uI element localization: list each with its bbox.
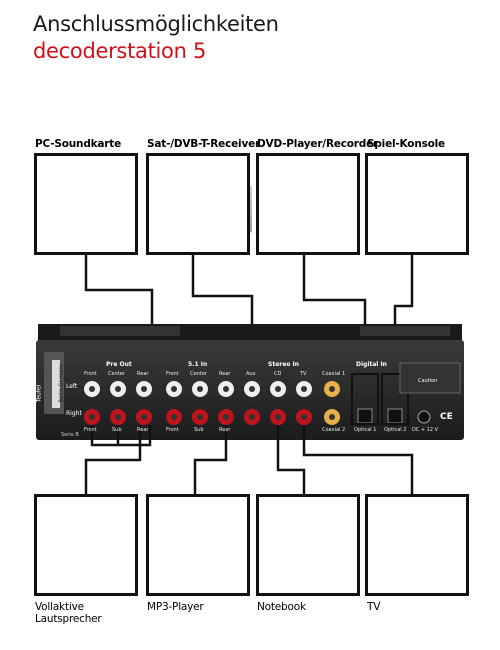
label-pc-soundkarte: PC-Soundkarte	[35, 138, 122, 150]
label-spiel-konsole: Spiel-Konsole	[367, 138, 445, 150]
device-box-sat	[146, 153, 250, 255]
page-subtitle: decoderstation 5	[33, 39, 207, 63]
jack-label: Front	[84, 427, 97, 433]
label-speakers-line1: Vollaktive	[35, 601, 84, 613]
label-notebook: Notebook	[257, 601, 306, 613]
device-box-tv	[365, 494, 469, 596]
jack-label: Rear	[137, 427, 149, 433]
left-label: Left	[66, 383, 78, 390]
jack-label: Front	[166, 427, 179, 433]
digital-in-label: Digital In	[356, 361, 387, 368]
jack-label: Aux	[246, 371, 256, 377]
stereo-in-label: Stereo In	[268, 361, 300, 368]
device-box-mp3	[146, 494, 250, 596]
label-dvd-player: DVD-Player/Recorder	[257, 138, 378, 150]
jack-label: TV	[300, 371, 307, 377]
label-sat-receiver: Sat-/DVB-T-Receiver	[147, 138, 260, 150]
sub-in-label: 5.1 In	[188, 361, 208, 368]
jack-label: Optical 2	[384, 427, 407, 433]
jack-label: Rear	[137, 371, 149, 377]
jack-label: Center	[108, 371, 125, 377]
right-label: Right	[66, 410, 82, 417]
jack-label: Center	[190, 371, 207, 377]
device-box-dvd	[256, 153, 360, 255]
pre-out-label: Pre Out	[106, 361, 132, 368]
label-speakers: Vollaktive Lautsprecher	[35, 601, 102, 625]
brand-label: Teufel	[35, 384, 43, 403]
jack-label: Optical 1	[354, 427, 377, 433]
jack-label: DC + 12 V	[412, 427, 439, 433]
device-box-speakers	[34, 494, 138, 596]
jack-label: CD	[274, 371, 282, 377]
label-speakers-line2: Lautsprecher	[35, 613, 102, 625]
label-mp3-player: MP3-Player	[147, 601, 204, 613]
series-label: Serie B	[61, 432, 79, 438]
city-label: Berlin Germany	[58, 363, 65, 403]
label-tv: TV	[367, 601, 381, 613]
cables-bottom	[84, 425, 414, 495]
page-title: Anschlussmöglichkeiten	[33, 12, 279, 36]
jack-label: Front	[84, 371, 97, 377]
device-box-console	[365, 153, 469, 255]
jack-label: Sub	[112, 427, 122, 433]
jack-label: Front	[166, 371, 179, 377]
caution-label: Caution	[418, 378, 438, 384]
device-box-notebook	[256, 494, 360, 596]
device-box-pc	[34, 153, 138, 255]
jack-label: Coaxial 1	[322, 371, 346, 377]
jack-label: Coaxial 2	[322, 427, 346, 433]
jack-label: Rear	[219, 427, 231, 433]
jack-label: Sub	[194, 427, 204, 433]
jack-label: Rear	[219, 371, 231, 377]
top-jacks	[84, 381, 340, 397]
ce-mark: CE	[440, 412, 453, 422]
